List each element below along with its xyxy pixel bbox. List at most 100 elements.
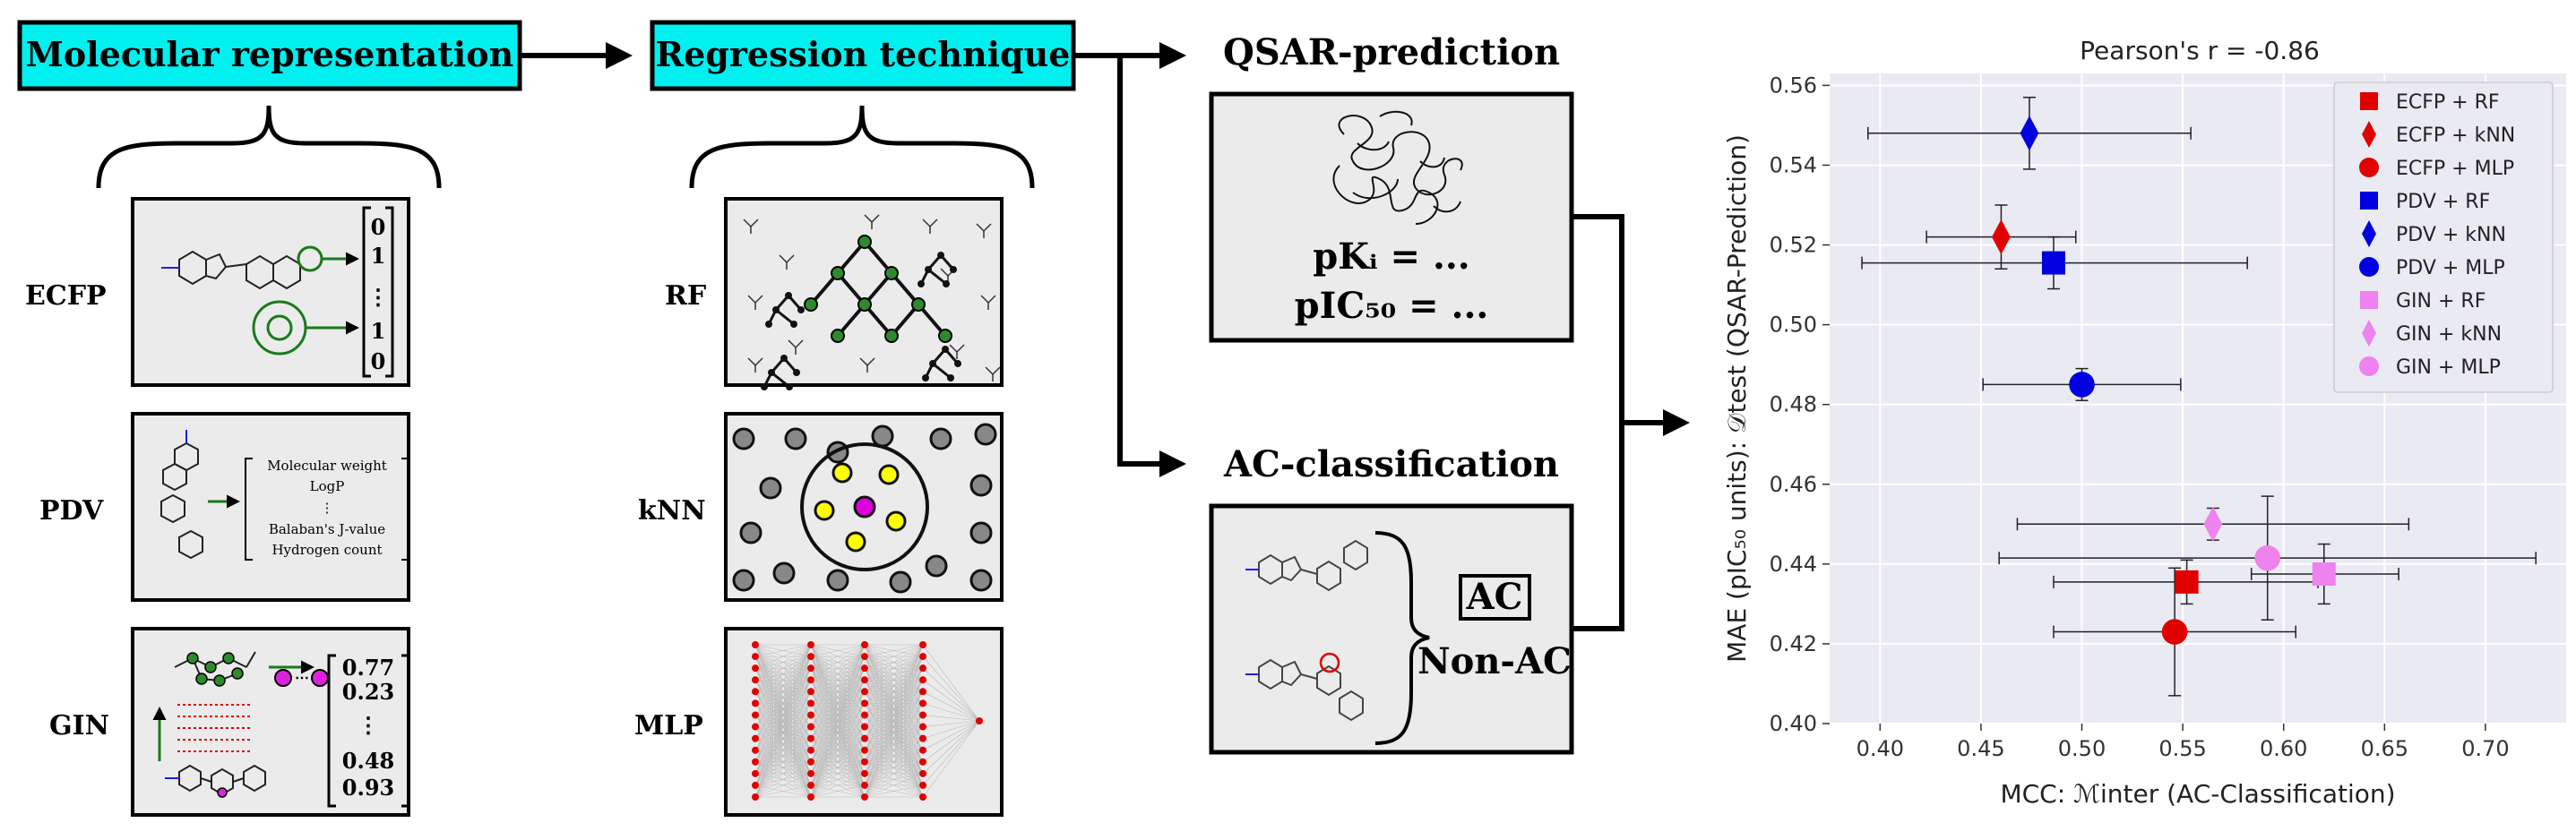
mlp-neuron <box>807 711 814 719</box>
x-tick-label: 0.45 <box>1957 736 2004 761</box>
mlp-neuron <box>752 758 759 766</box>
gin-panel: ⋯ 0.77 0.23 ⋮ 0.48 0.93 <box>131 627 410 817</box>
mlp-neuron <box>752 641 759 648</box>
mlp-neuron <box>807 734 814 742</box>
medium-tree-icon <box>765 292 805 328</box>
svg-text:⋯: ⋯ <box>295 669 309 686</box>
mlp-neuron <box>752 653 759 661</box>
neighbor-point <box>871 424 894 448</box>
neighbor-point <box>732 569 755 592</box>
neighbor-point <box>929 427 952 450</box>
data-point <box>2020 116 2039 151</box>
mlp-neuron <box>752 769 759 777</box>
label-knn: kNN <box>638 495 706 527</box>
ac-brace <box>1374 531 1430 745</box>
mlp-neuron <box>919 699 926 707</box>
gin-graph-icon: ⋯ <box>152 651 329 798</box>
nearest-point <box>814 500 835 521</box>
mlp-neuron <box>861 688 868 696</box>
medium-tree-icon <box>922 346 961 381</box>
mlp-neuron <box>861 653 868 661</box>
mlp-neuron <box>807 793 814 801</box>
y-tick-label: 0.54 <box>1770 152 1817 177</box>
mlp-neuron <box>861 699 868 707</box>
legend-marker <box>2359 158 2379 177</box>
small-tree-icon <box>864 214 880 229</box>
x-tick-label: 0.60 <box>2260 736 2307 761</box>
mlp-neuron <box>919 688 926 696</box>
nearest-point <box>885 510 907 532</box>
qsar-heading: QSAR-prediction <box>1223 31 1560 73</box>
knn-radius <box>800 442 929 571</box>
mlp-neuron <box>807 723 814 731</box>
medium-tree-icon <box>918 252 957 287</box>
legend-marker <box>2359 356 2379 376</box>
left-brace <box>96 105 442 189</box>
chart-title: Pearson's r = -0.86 <box>2080 36 2320 65</box>
neighbor-point <box>772 561 796 585</box>
neighbor-point <box>732 427 755 450</box>
small-tree-icon <box>949 344 965 359</box>
mlp-neuron <box>861 746 868 754</box>
y-tick-label: 0.44 <box>1770 552 1817 577</box>
mlp-neuron <box>861 734 868 742</box>
mol-rep-header: Molecular representation <box>17 20 522 91</box>
neighbor-point <box>969 521 993 544</box>
legend-label: GIN + MLP <box>2396 356 2501 379</box>
legend-label: PDV + RF <box>2396 191 2490 213</box>
mlp-neuron <box>919 664 926 673</box>
data-markers <box>1992 116 2336 645</box>
legend-label: GIN + kNN <box>2396 323 2502 346</box>
neighbor-point <box>759 476 782 500</box>
mlp-neuron <box>861 758 868 766</box>
neighbor-point <box>826 569 849 592</box>
neighbor-point <box>974 423 997 446</box>
legend-label: ECFP + RF <box>2396 91 2500 114</box>
pdv-feature-4: Hydrogen count <box>271 542 382 558</box>
legend-marker <box>2359 257 2379 277</box>
knn-icon <box>732 423 997 594</box>
mlp-neuron <box>919 758 926 766</box>
data-point <box>1992 219 2011 255</box>
y-tick-label: 0.46 <box>1770 472 1817 497</box>
mlp-neuron <box>919 769 926 777</box>
x-tick-label: 0.50 <box>2058 736 2106 761</box>
mlp-neuron <box>919 781 926 789</box>
mlp-neuron <box>752 793 759 801</box>
y-tick-label: 0.52 <box>1770 233 1817 258</box>
x-tick-label: 0.70 <box>2461 736 2509 761</box>
regression-header: Regression technique <box>650 20 1076 91</box>
mlp-neuron <box>807 769 814 777</box>
neighbor-point <box>784 427 807 450</box>
query-point <box>853 495 876 519</box>
y-tick-label: 0.50 <box>1770 313 1817 338</box>
gin-emb-1: 0.23 <box>342 679 394 705</box>
qsar-pki: pKᵢ = ... <box>1313 236 1469 278</box>
small-tree-icon <box>859 357 875 373</box>
x-tick-label: 0.55 <box>2158 736 2206 761</box>
pdv-feature-3: Balaban's J-value <box>269 521 385 537</box>
y-tick-label: 0.56 <box>1770 73 1817 98</box>
neighbor-point <box>739 521 762 544</box>
qsar-pic50: pIC₅₀ = ... <box>1295 285 1489 327</box>
mlp-neuron <box>752 699 759 707</box>
regression-title: Regression technique <box>656 34 1071 74</box>
middle-brace <box>689 105 1035 189</box>
mlp-neuron <box>807 664 814 673</box>
mlp-neuron <box>861 676 868 684</box>
pdv-vector-bracket <box>245 458 409 561</box>
small-tree-icon <box>747 357 763 373</box>
nearest-point <box>845 531 866 553</box>
mlp-neuron <box>752 676 759 684</box>
mlp-neuron <box>861 711 868 719</box>
mlp-neuron <box>919 711 926 719</box>
mlp-network-icon <box>752 641 983 801</box>
mlp-neuron <box>807 653 814 661</box>
legend-marker <box>2362 320 2376 347</box>
legend-marker <box>2360 291 2378 309</box>
nearest-point <box>831 462 853 484</box>
mlp-neuron <box>919 676 926 684</box>
legend-label: ECFP + kNN <box>2396 124 2515 147</box>
small-tree-icon <box>985 366 1001 381</box>
